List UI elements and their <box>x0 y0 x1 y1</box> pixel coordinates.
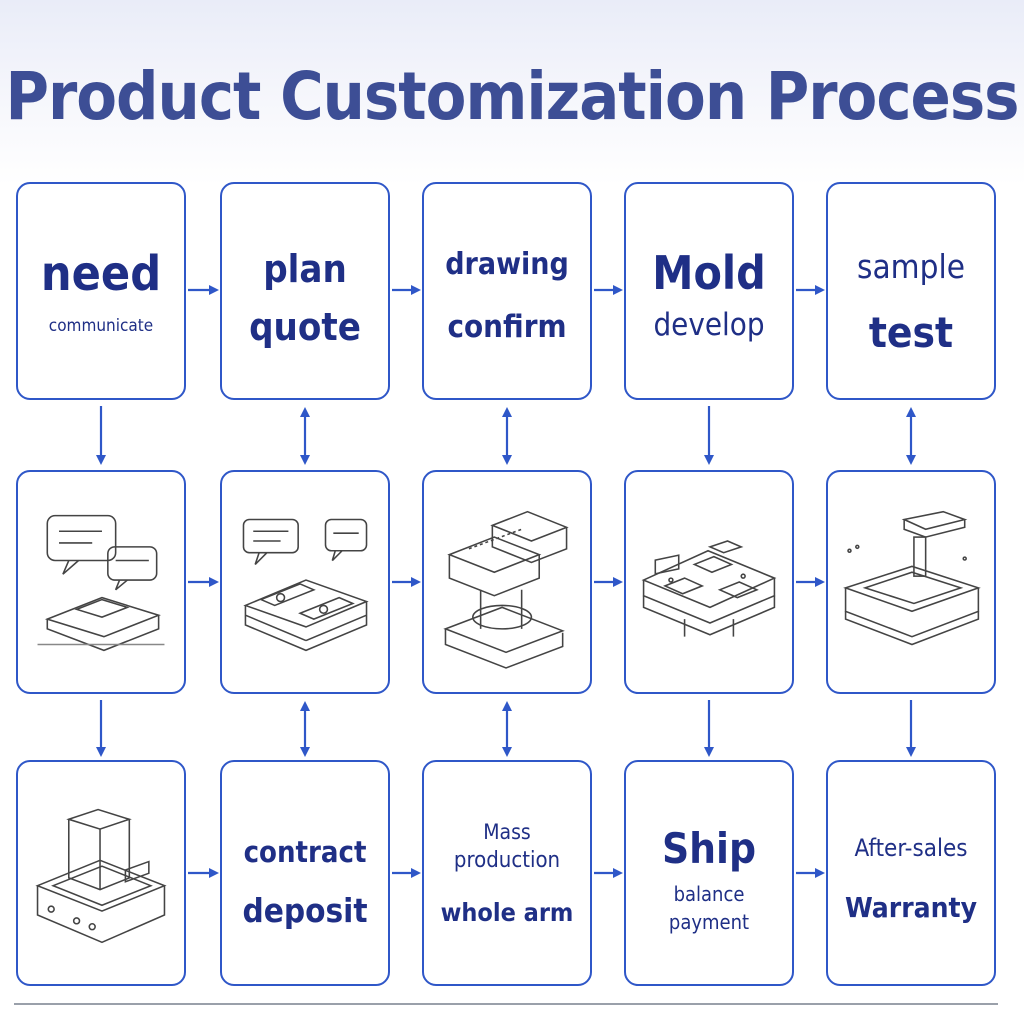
step-title: sample <box>857 247 965 286</box>
step-subtitle: quote <box>249 305 361 349</box>
step-mass-production: Mass production whole arm <box>422 760 592 986</box>
step-mold-develop: Mold develop <box>624 182 794 400</box>
illustration-box-drawing <box>422 470 592 694</box>
page-title: Product Customization Process <box>5 58 1019 135</box>
step-title-line2: production <box>453 848 561 873</box>
step-sample-test: sample test <box>826 182 996 400</box>
illustration-box-mold <box>624 470 794 694</box>
illustration-box-sample <box>826 470 996 694</box>
step-title: Ship <box>661 824 757 873</box>
step-title: Mold <box>652 246 766 300</box>
illustration-box-die <box>16 760 186 986</box>
mold-cavity-plate-icon <box>641 540 777 637</box>
step-subtitle: communicate <box>48 316 154 336</box>
step-title: contract <box>243 835 367 869</box>
step-subtitle: balance <box>673 882 745 906</box>
finished-part-icon <box>843 510 981 646</box>
step-subtitle-line2: payment <box>668 910 750 934</box>
chat-bubbles-laptop-icon <box>37 514 165 652</box>
step-drawing-confirm: drawing confirm <box>422 182 592 400</box>
step-need-communicate: need communicate <box>16 182 186 400</box>
step-title: After-sales <box>854 834 968 862</box>
step-contract-deposit: contract deposit <box>220 760 390 986</box>
chat-bubbles-mold-plate-icon <box>242 518 369 652</box>
step-plan-quote: plan quote <box>220 182 390 400</box>
step-title: need <box>40 246 162 302</box>
step-subtitle: develop <box>653 307 765 343</box>
step-after-sales-warranty: After-sales Warranty <box>826 760 996 986</box>
mold-assembly-icon <box>443 510 569 669</box>
step-title: plan <box>263 247 347 291</box>
step-subtitle: confirm <box>447 309 567 345</box>
step-subtitle: deposit <box>242 891 368 930</box>
header-background <box>0 0 1024 185</box>
die-block-icon <box>35 808 167 944</box>
illustration-box-communicate <box>16 470 186 694</box>
step-title: Mass <box>483 820 531 844</box>
step-subtitle: test <box>868 308 954 357</box>
step-title: drawing <box>445 247 569 282</box>
illustration-box-quote <box>220 470 390 694</box>
step-subtitle: whole arm <box>440 898 574 927</box>
bottom-divider <box>14 1003 998 1005</box>
step-subtitle: Warranty <box>844 891 978 924</box>
step-ship-balance-payment: Ship balance payment <box>624 760 794 986</box>
